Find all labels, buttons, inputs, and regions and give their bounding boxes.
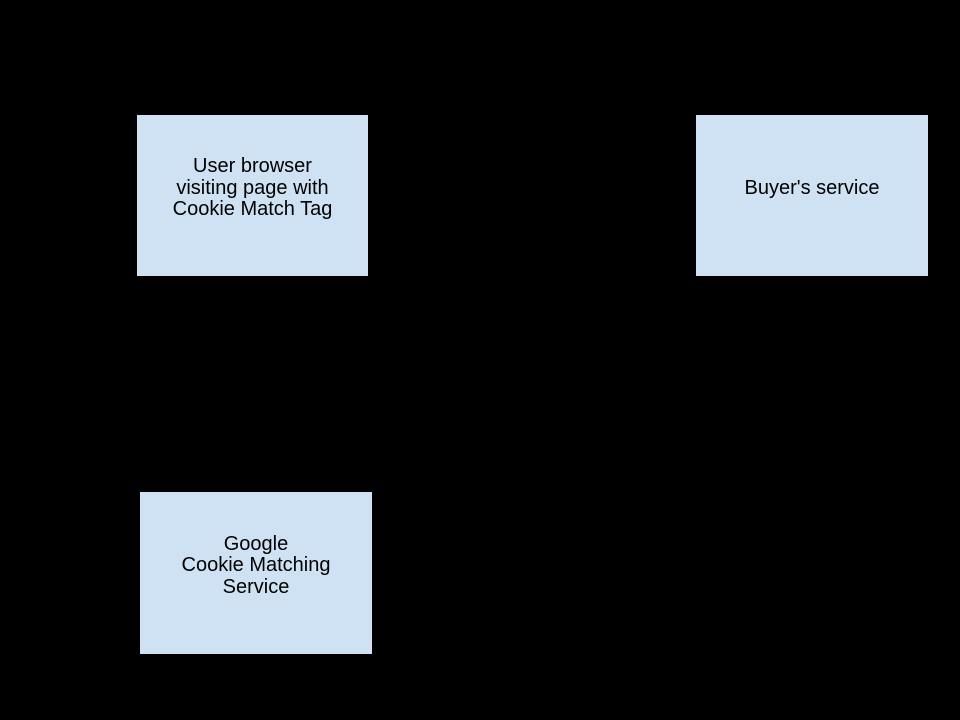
node-label-line: Cookie Match Tag xyxy=(172,198,333,221)
node-label-line: Service xyxy=(222,575,290,598)
diagram-node-buyers-service: Buyer's service xyxy=(696,115,928,276)
node-label-line: Buyer's service xyxy=(744,176,880,199)
diagram-node-user-browser: User browser visiting page with Cookie M… xyxy=(137,115,368,276)
node-label-line: visiting page with xyxy=(176,176,329,199)
node-label-line: Cookie Matching xyxy=(181,554,331,577)
node-label-line: Google xyxy=(223,532,289,555)
node-label-line: User browser xyxy=(193,155,312,178)
diagram-node-google-cookie-matching-service: Google Cookie Matching Service xyxy=(140,492,372,654)
